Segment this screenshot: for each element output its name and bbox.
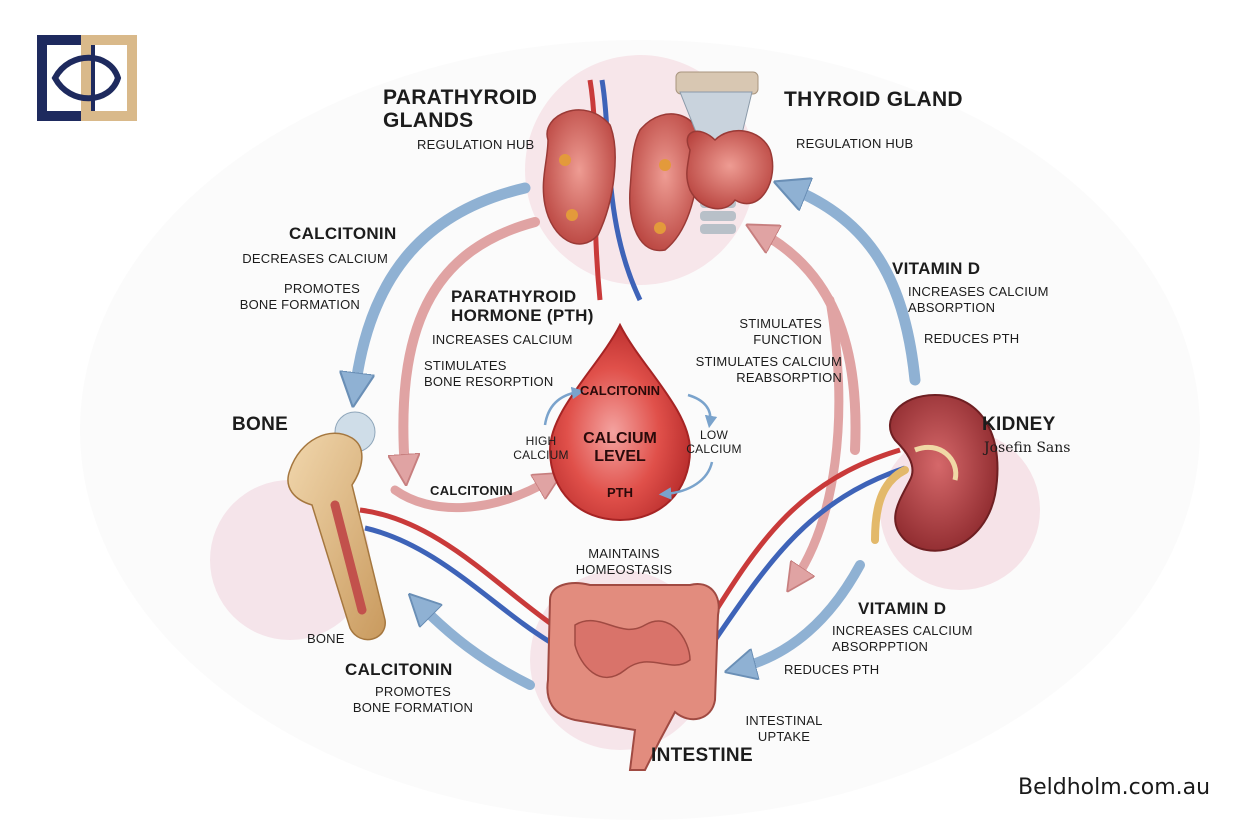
- increases-calcium-label: INCREASES CALCIUM: [432, 332, 573, 347]
- high-calcium-label: HIGH CALCIUM: [513, 434, 569, 463]
- vitamin-d-bottom-label: VITAMIN D: [858, 599, 947, 618]
- parathyroid-title: PARATHYROID GLANDS: [383, 86, 538, 132]
- vitamin-d-increases-absorption-label-1: INCREASES CALCIUM ABSORPTION: [908, 284, 1049, 315]
- arrow-bone-to-drop: [390, 480, 550, 513]
- parathyroid-subtitle: REGULATION HUB: [417, 137, 535, 152]
- kidney-font-note: Josefin Sans: [984, 440, 1071, 456]
- drop-calcium-level-label: CALCIUM LEVEL: [583, 430, 657, 465]
- intestine-illustration: [546, 582, 720, 771]
- vein-bone-intestine: [364, 525, 557, 648]
- calcitonin-bottom-label: CALCITONIN: [345, 660, 453, 679]
- thyroid-gland: [675, 71, 774, 234]
- maintains-homeostasis-label: MAINTAINS HOMEOSTASIS: [575, 546, 673, 577]
- calcitonin-top-label: CALCITONIN: [289, 224, 397, 243]
- calcium-blood-drop: [548, 322, 692, 522]
- reduces-pth-label-1: REDUCES PTH: [924, 331, 1020, 346]
- cycle-arrow-low-to-pth: [658, 461, 714, 500]
- drop-pth-label: PTH: [607, 485, 633, 500]
- arrow-intestine-to-bone-blue: [420, 605, 535, 690]
- arrow-pth-to-bone: [403, 217, 540, 470]
- arrow-calcitonin-to-bone: [355, 182, 531, 390]
- vein-intestine-kidney: [712, 465, 906, 642]
- bone-illustration: [287, 411, 386, 641]
- vitamin-d-increases-absorption-label-2: INCREASES CALCIUM ABSORPPTION: [832, 623, 973, 654]
- thyroid-title: THYROID GLAND: [784, 88, 963, 111]
- artery-bone-intestine: [359, 507, 562, 633]
- pth-title: PARATHYROID HORMONE (PTH): [451, 287, 594, 325]
- bone-small-label: BONE: [307, 631, 345, 646]
- thyroid-subtitle: REGULATION HUB: [796, 136, 914, 151]
- bone-title: BONE: [232, 414, 289, 435]
- low-calcium-label: LOW CALCIUM: [686, 428, 742, 457]
- promotes-bone-formation-label-2: PROMOTES BONE FORMATION: [352, 684, 474, 715]
- arrow-kidney-to-intestine-blue: [740, 560, 865, 668]
- calcitonin-mid-label: CALCITONIN: [430, 483, 513, 498]
- cycle-arrow-high-to-calcitonin: [543, 386, 585, 426]
- intestine-title: INTESTINE: [651, 745, 753, 766]
- stimulates-bone-resorption-label: STIMULATES BONE RESORPTION: [424, 358, 554, 389]
- reduces-pth-label-2: REDUCES PTH: [784, 662, 880, 677]
- intestinal-uptake-label: INTESTINAL UPTAKE: [745, 713, 823, 744]
- arrow-kidney-to-thyroid-blue: [790, 188, 921, 386]
- kidney-title: KIDNEY: [982, 414, 1056, 435]
- decreases-calcium-label: DECREASES CALCIUM: [242, 251, 388, 266]
- parathyroid-gland: [542, 109, 702, 252]
- website-url: Beldholm.com.au: [1018, 775, 1211, 800]
- drop-calcitonin-label: CALCITONIN: [580, 383, 660, 398]
- artery-intestine-kidney: [707, 447, 901, 622]
- promotes-bone-formation-label-1: PROMOTES BONE FORMATION: [239, 281, 360, 312]
- arrow-thyroid-to-intestine-red: [795, 295, 844, 580]
- brand-logo: [37, 35, 137, 121]
- stimulates-function-label: STIMULATES FUNCTION: [739, 316, 822, 347]
- stimulates-calcium-reabsorption-label: STIMULATES CALCIUM REABSORPTION: [695, 354, 842, 385]
- vitamin-d-top-label: VITAMIN D: [892, 259, 981, 278]
- cycle-arrow-calcitonin-to-low: [687, 393, 718, 429]
- kidney-illustration: [871, 393, 999, 552]
